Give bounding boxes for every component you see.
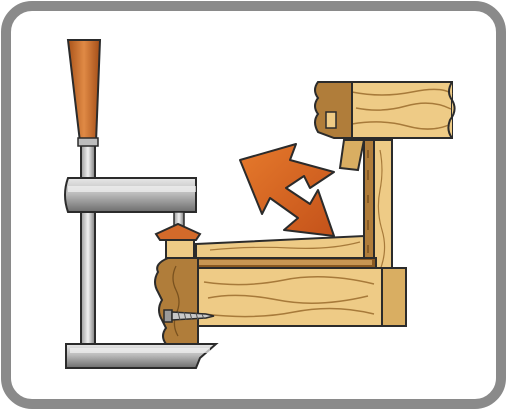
screw-icon (163, 309, 215, 323)
clamp-upper-jaw (64, 177, 197, 213)
vertical-panel (363, 139, 393, 275)
double-headed-arrow-icon (239, 143, 335, 237)
bar-clamp-icon (64, 39, 219, 369)
upper-molding (314, 81, 353, 139)
base-board (195, 267, 407, 327)
clamp-lower-jaw (65, 343, 219, 369)
clamp-bar (80, 141, 96, 355)
upper-board (343, 81, 456, 139)
wedge (338, 139, 366, 172)
clamp-pad (154, 222, 202, 241)
shelf-board (179, 234, 377, 269)
